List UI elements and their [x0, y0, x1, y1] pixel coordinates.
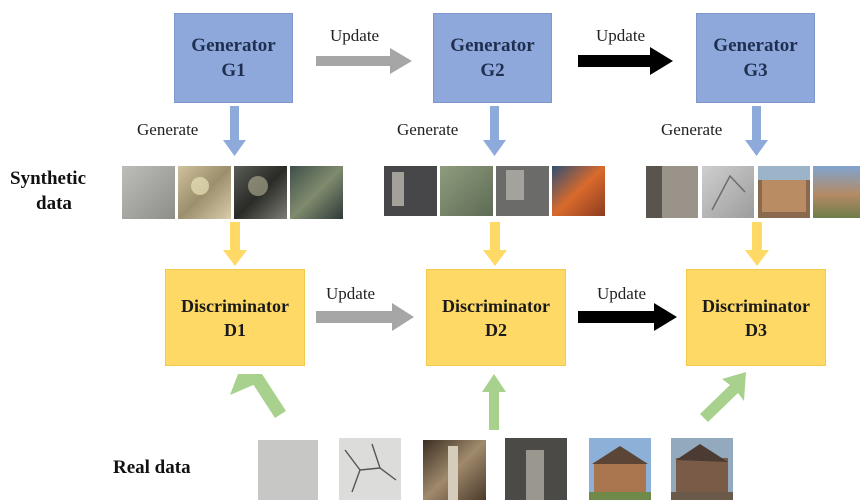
synthetic-data-label-line2: data [36, 193, 72, 214]
generate-label-1: Generate [137, 120, 199, 139]
real-data-label: Real data [113, 457, 191, 478]
discriminator-d2-title: Discriminator [442, 295, 550, 316]
discriminator-d2-box: Discriminator D2 [426, 269, 566, 366]
update-arrow-d1-d2 [316, 303, 414, 331]
generator-g2-box: Generator G2 [433, 13, 552, 103]
discriminator-d1-title: Discriminator [181, 295, 289, 316]
real-data-images [258, 438, 733, 500]
synthetic-images-g1 [122, 166, 343, 219]
synthetic-data-label: Synthetic data [10, 166, 86, 216]
generate-arrow-2 [483, 106, 506, 156]
real-arrow-3 [700, 372, 746, 422]
update-arrow-g1-g2 [316, 48, 412, 74]
discriminator-d3-box: Discriminator D3 [686, 269, 826, 366]
generator-g3-id: G3 [743, 60, 768, 81]
generate-arrow-3 [745, 106, 768, 156]
feed-arrow-3 [745, 222, 769, 266]
synthetic-images-g3 [646, 166, 860, 218]
generator-g1-id: G1 [221, 60, 246, 81]
update-arrow-d2-d3 [578, 303, 677, 331]
discriminator-d3-id: D3 [745, 319, 767, 340]
real-arrow-1 [230, 374, 286, 418]
discriminator-d1-box: Discriminator D1 [165, 269, 305, 366]
generator-g2-id: G2 [480, 60, 505, 81]
generator-g3-box: Generator G3 [696, 13, 815, 103]
real-arrow-2 [482, 374, 506, 430]
update-arrow-g2-g3 [578, 47, 673, 75]
generator-g3-title: Generator [713, 35, 798, 56]
update-label-g1-g2: Update [330, 26, 380, 45]
update-label-g2-g3: Update [596, 26, 646, 45]
synthetic-data-label-line1: Synthetic [10, 168, 86, 189]
generator-g1-box: Generator G1 [174, 13, 293, 103]
generate-arrow-1 [223, 106, 246, 156]
update-label-d2-d3: Update [597, 284, 647, 303]
generate-label-2: Generate [397, 120, 459, 139]
update-label-d1-d2: Update [326, 284, 376, 303]
synthetic-images-g2 [384, 166, 605, 216]
discriminator-d1-id: D1 [224, 319, 246, 340]
generator-g2-title: Generator [450, 35, 535, 56]
discriminator-d2-id: D2 [485, 319, 507, 340]
feed-arrow-1 [223, 222, 247, 266]
feed-arrow-2 [483, 222, 507, 266]
generator-g1-title: Generator [191, 35, 276, 56]
discriminator-d3-title: Discriminator [702, 295, 810, 316]
generate-label-3: Generate [661, 120, 723, 139]
